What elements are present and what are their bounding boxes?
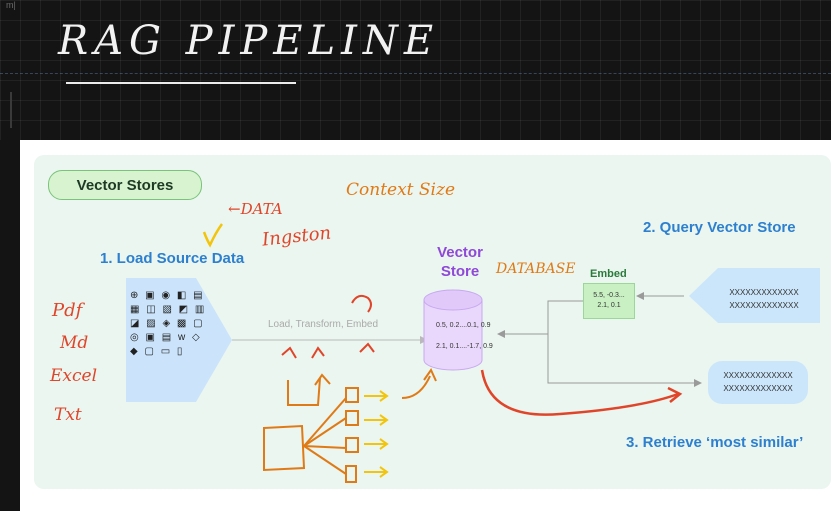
query-chevron xyxy=(689,268,820,323)
page-title: RAG PIPELINE xyxy=(58,18,440,64)
annotation-txt: Txt xyxy=(54,405,82,425)
data-check-mark xyxy=(202,223,224,248)
result-line2: XXXXXXXXXXXXX xyxy=(723,384,793,393)
curl-arrow-annotation xyxy=(351,294,372,313)
db-vector-row2: 2.1, 0.1....-1.7, 0.9 xyxy=(436,343,493,350)
vector-store-label: Vector Store xyxy=(430,243,490,281)
query-line1: XXXXXXXXXXXXX xyxy=(729,288,799,297)
result-pill xyxy=(708,361,808,404)
dashed-guide xyxy=(0,73,831,74)
annotation-context-size: Context Size xyxy=(346,180,456,200)
vector-database-icon xyxy=(423,289,483,371)
embed-values-line2: 2.1, 0.1 xyxy=(597,302,621,309)
step1-label: 1. Load Source Data xyxy=(100,250,245,267)
vector-stores-pill: Vector Stores xyxy=(48,170,202,200)
step2-label: 2. Query Vector Store xyxy=(643,219,796,236)
embed-label: Embed xyxy=(590,268,627,280)
bracket-annotation xyxy=(287,377,321,406)
annotation-md: Md xyxy=(60,333,89,353)
vector-store-line2: Store xyxy=(440,263,480,280)
load-transform-embed-label: Load, Transform, Embed xyxy=(268,319,379,330)
result-text: XXXXXXXXXXXXX XXXXXXXXXXXXX xyxy=(708,369,808,395)
result-line1: XXXXXXXXXXXXX xyxy=(723,371,793,380)
data-source-icons: ⊕ ▣ ◉ ◧ ▤ ▦ ◫ ▧ ◩ ▥ ◪ ▨ ◈ ▩ ▢ ◎ ▣ ▤ w ◇ … xyxy=(130,290,207,357)
background-grid xyxy=(0,0,831,140)
side-marker xyxy=(10,92,12,128)
query-text: XXXXXXXXXXXXX XXXXXXXXXXXXX xyxy=(712,286,816,312)
embed-to-db-connector xyxy=(505,300,583,335)
corner-tag: m| xyxy=(6,0,16,10)
to-db-curved-arrow xyxy=(401,367,437,399)
annotation-excel: Excel xyxy=(50,366,98,386)
query-line2: XXXXXXXXXXXXX xyxy=(729,301,799,310)
source-data-chevron xyxy=(126,278,232,402)
db-vector-row1: 0.5, 0.2....0.1, 0.9 xyxy=(436,322,491,329)
yellow-arrows xyxy=(364,390,389,478)
annotation-database: DATABASE xyxy=(496,261,576,277)
embed-vector-box: 5.5, -0.3... 2.1, 0.1 xyxy=(583,283,635,319)
db-to-retrieve-curve xyxy=(480,369,683,416)
annotation-data: ←DATA xyxy=(228,200,283,218)
annotation-pdf: Pdf xyxy=(52,300,83,321)
documents-fanout-sketch xyxy=(263,387,359,483)
retrieve-connector xyxy=(547,334,694,384)
embed-values-line1: 5.5, -0.3... xyxy=(593,292,625,299)
step3-label: 3. Retrieve ‘most similar’ xyxy=(626,434,804,451)
title-underline xyxy=(66,82,296,84)
vector-store-line1: Vector xyxy=(437,244,483,261)
